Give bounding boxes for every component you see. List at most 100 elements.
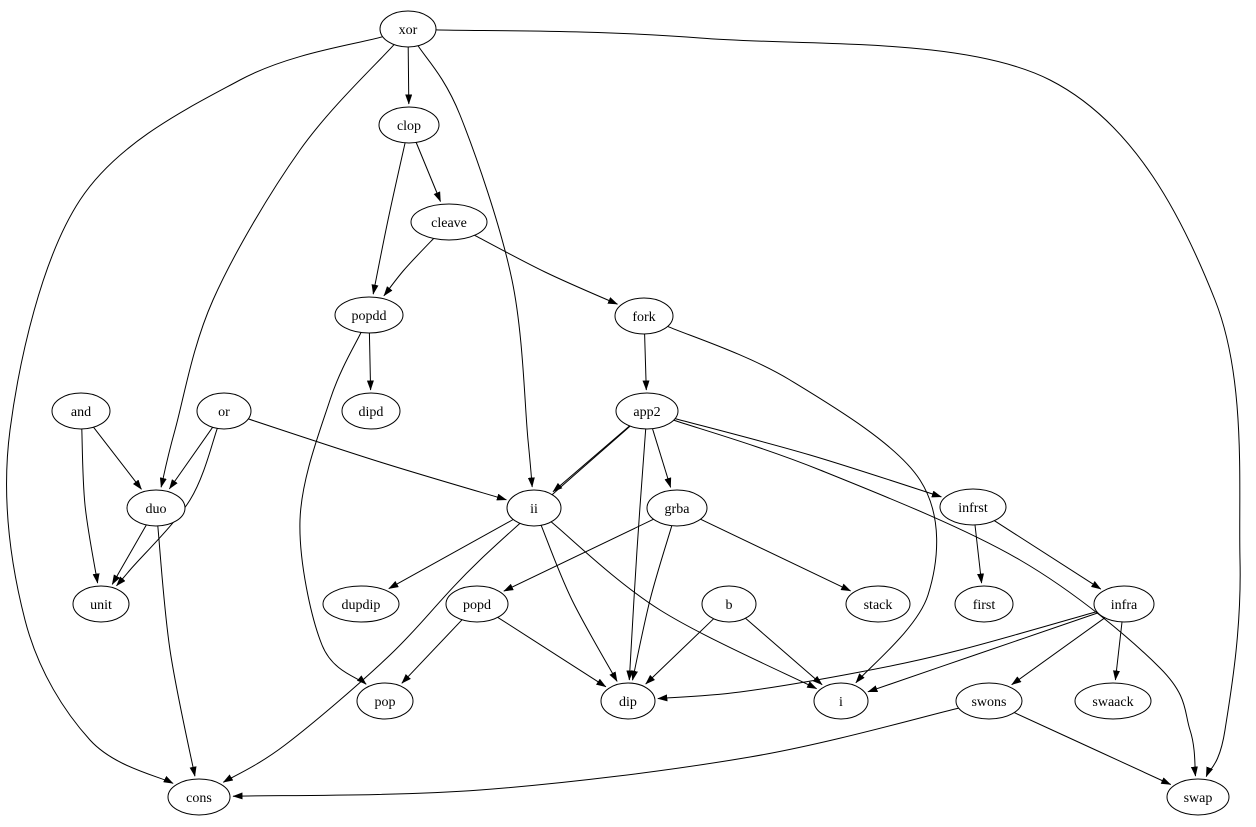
node-ellipse-infrst — [939, 488, 1007, 526]
node-label-pop: pop — [375, 695, 396, 710]
node-dipd: dipd — [341, 392, 401, 430]
edge-ii-i — [550, 521, 818, 690]
node-label-popd: popd — [463, 598, 491, 613]
node-ellipse-swons — [955, 682, 1023, 720]
node-infrst: infrst — [939, 488, 1007, 526]
node-label-infra: infra — [1111, 598, 1138, 613]
edge-swons-cons — [232, 707, 959, 800]
node-cons: cons — [167, 778, 231, 816]
node-popdd: popdd — [334, 296, 404, 334]
edge-xor-swap — [435, 29, 1241, 778]
edge-grba-popd — [503, 518, 654, 592]
node-label-dupdip: dupdip — [342, 598, 381, 613]
node-label-cleave: cleave — [431, 216, 467, 231]
edge-or-unit — [116, 428, 218, 587]
edge-clop-cleave — [415, 142, 441, 202]
node-label-dip: dip — [619, 695, 637, 710]
node-ellipse-clop — [378, 106, 440, 144]
node-ellipse-dip — [600, 682, 656, 720]
edge-and-unit — [81, 428, 100, 584]
node-label-swap: swap — [1184, 791, 1213, 806]
node-label-grba: grba — [665, 502, 691, 517]
node-label-swons: swons — [971, 695, 1006, 710]
edge-infra-dip — [657, 611, 1097, 702]
node-ellipse-stack — [845, 585, 911, 623]
edge-xor-clop — [405, 46, 413, 105]
node-ellipse-cons — [167, 778, 231, 816]
node-ellipse-b — [701, 585, 757, 623]
node-infra: infra — [1093, 585, 1155, 623]
edge-app2-swap — [673, 419, 1198, 777]
node-label-app2: app2 — [633, 405, 660, 420]
node-label-cons: cons — [186, 791, 212, 806]
node-swons: swons — [955, 682, 1023, 720]
edge-layer — [6, 29, 1241, 800]
edge-infra-swons — [1011, 617, 1106, 686]
edge-or-duo — [168, 427, 214, 490]
node-ellipse-swap — [1166, 778, 1230, 816]
edge-grba-stack — [700, 518, 852, 592]
node-dupdip: dupdip — [322, 585, 400, 623]
node-ellipse-first — [954, 585, 1014, 623]
edge-popd-pop — [401, 619, 463, 684]
node-label-infrst: infrst — [958, 501, 988, 516]
node-label-fork: fork — [632, 310, 655, 325]
edge-swons-swap — [1013, 712, 1172, 785]
node-ellipse-pop — [356, 682, 414, 720]
edge-popdd-pop — [299, 332, 367, 685]
edge-app2-grba — [652, 428, 672, 488]
node-label-duo: duo — [146, 502, 167, 517]
node-fork: fork — [614, 297, 674, 335]
edge-app2-infrst — [674, 418, 942, 498]
edge-xor-cons — [6, 36, 383, 784]
node-dip: dip — [600, 682, 656, 720]
node-ellipse-i — [813, 682, 869, 720]
node-label-clop: clop — [397, 119, 421, 134]
edge-xor-ii — [417, 45, 535, 488]
node-ellipse-or — [196, 392, 252, 430]
edge-fork-i — [667, 325, 938, 684]
edge-duo-cons — [157, 525, 197, 777]
node-ellipse-grba — [646, 489, 708, 527]
node-i: i — [813, 682, 869, 720]
edge-popdd-dipd — [366, 332, 374, 391]
edge-infrst-first — [974, 524, 985, 584]
node-swaack: swaack — [1074, 682, 1152, 720]
edge-clop-popdd — [371, 142, 406, 295]
node-label-first: first — [973, 598, 996, 613]
edge-ii-dip — [540, 525, 618, 682]
edge-app2-dip — [626, 428, 647, 681]
node-label-swaack: swaack — [1092, 695, 1133, 710]
node-label-or: or — [218, 405, 230, 420]
node-popd: popd — [445, 585, 509, 623]
edge-popd-dip — [497, 616, 607, 688]
node-ellipse-popd — [445, 585, 509, 623]
edge-cleave-fork — [474, 234, 618, 305]
node-ellipse-cleave — [410, 203, 488, 241]
edge-cleave-popdd — [383, 238, 434, 297]
node-ellipse-swaack — [1074, 682, 1152, 720]
node-ellipse-popdd — [334, 296, 404, 334]
node-ellipse-dupdip — [322, 585, 400, 623]
node-ellipse-and — [51, 392, 111, 430]
node-first: first — [954, 585, 1014, 623]
node-ellipse-xor — [379, 10, 437, 48]
node-stack: stack — [845, 585, 911, 623]
node-ellipse-dipd — [341, 392, 401, 430]
node-ii: ii — [506, 489, 562, 527]
node-grba: grba — [646, 489, 708, 527]
node-label-and: and — [71, 405, 91, 420]
node-ellipse-ii — [506, 489, 562, 527]
node-cleave: cleave — [410, 203, 488, 241]
edge-grba-dip — [631, 525, 673, 681]
edge-infrst-infra — [994, 520, 1102, 590]
edge-infra-i — [867, 612, 1099, 693]
node-ellipse-fork — [614, 297, 674, 335]
edge-app2-cons — [222, 425, 631, 783]
node-unit: unit — [72, 585, 130, 623]
edge-or-ii — [248, 418, 507, 501]
edge-ii-dupdip — [388, 519, 514, 590]
node-ellipse-duo — [126, 489, 186, 527]
